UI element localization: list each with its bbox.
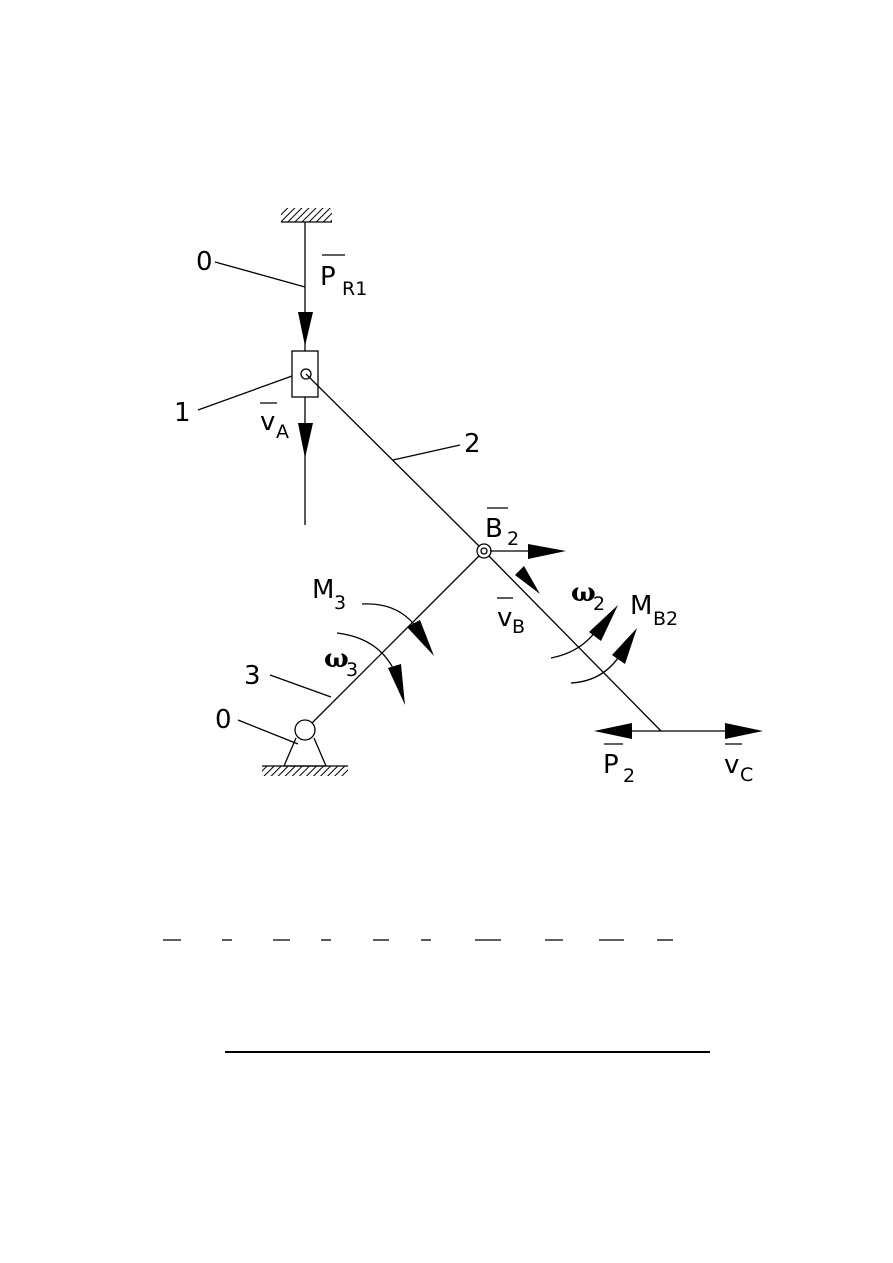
va-label: v xyxy=(260,407,275,437)
vc-sub: C xyxy=(740,764,753,786)
b2-sub: 2 xyxy=(507,528,519,550)
link-3 xyxy=(304,550,485,731)
label-ground-bottom: 0 xyxy=(215,705,232,735)
vc-label: v xyxy=(724,750,739,780)
b2-arrowhead xyxy=(528,544,566,559)
vb-arrowhead xyxy=(515,566,540,594)
w3-label: ω xyxy=(324,644,349,674)
b2-label: B xyxy=(485,514,503,544)
pivot-support xyxy=(283,737,327,767)
ground-pivot xyxy=(294,719,316,741)
leader-1 xyxy=(197,375,293,411)
pr1-label: P xyxy=(320,262,336,292)
p2-sub: 2 xyxy=(623,765,635,787)
label-link-3: 3 xyxy=(244,661,261,691)
label-slider: 1 xyxy=(174,398,191,428)
ground-hatch-bottom xyxy=(262,766,348,776)
ground-hatch-top xyxy=(281,208,332,222)
joint-b-inner xyxy=(480,547,488,555)
w3-arrowhead xyxy=(388,664,405,705)
mb2-label: M xyxy=(630,591,652,621)
w3-sub: 3 xyxy=(346,659,358,681)
m3-sub: 3 xyxy=(334,592,346,614)
va-sub: A xyxy=(276,421,289,443)
mb2-arrowhead xyxy=(612,628,637,664)
m3-arrowhead xyxy=(407,620,434,656)
w2-label: ω xyxy=(571,578,596,608)
mb2-sub: B2 xyxy=(653,608,678,630)
va-arrowhead xyxy=(298,423,313,458)
vb-label: v xyxy=(497,603,512,633)
w2-sub: 2 xyxy=(593,593,605,615)
p2-arrowhead xyxy=(594,723,632,739)
label-link-2: 2 xyxy=(464,429,481,459)
p2-label: P xyxy=(603,750,619,780)
w3-arc xyxy=(336,632,395,671)
leader-3 xyxy=(269,674,332,698)
pr1-arrowhead xyxy=(298,312,313,346)
vb-sub: B xyxy=(512,616,525,638)
m3-arc xyxy=(361,603,418,629)
leader-0-top xyxy=(214,261,306,288)
pr1-sub: R1 xyxy=(342,278,367,300)
link-2-upper xyxy=(305,373,485,552)
m3-label: M xyxy=(312,575,334,605)
link-2-lower xyxy=(483,550,662,732)
vc-arrowhead xyxy=(725,723,763,739)
w2-arrowhead xyxy=(589,605,618,641)
label-ground-top: 0 xyxy=(196,247,213,277)
leader-2 xyxy=(392,444,461,461)
leader-0-bottom xyxy=(237,719,299,745)
